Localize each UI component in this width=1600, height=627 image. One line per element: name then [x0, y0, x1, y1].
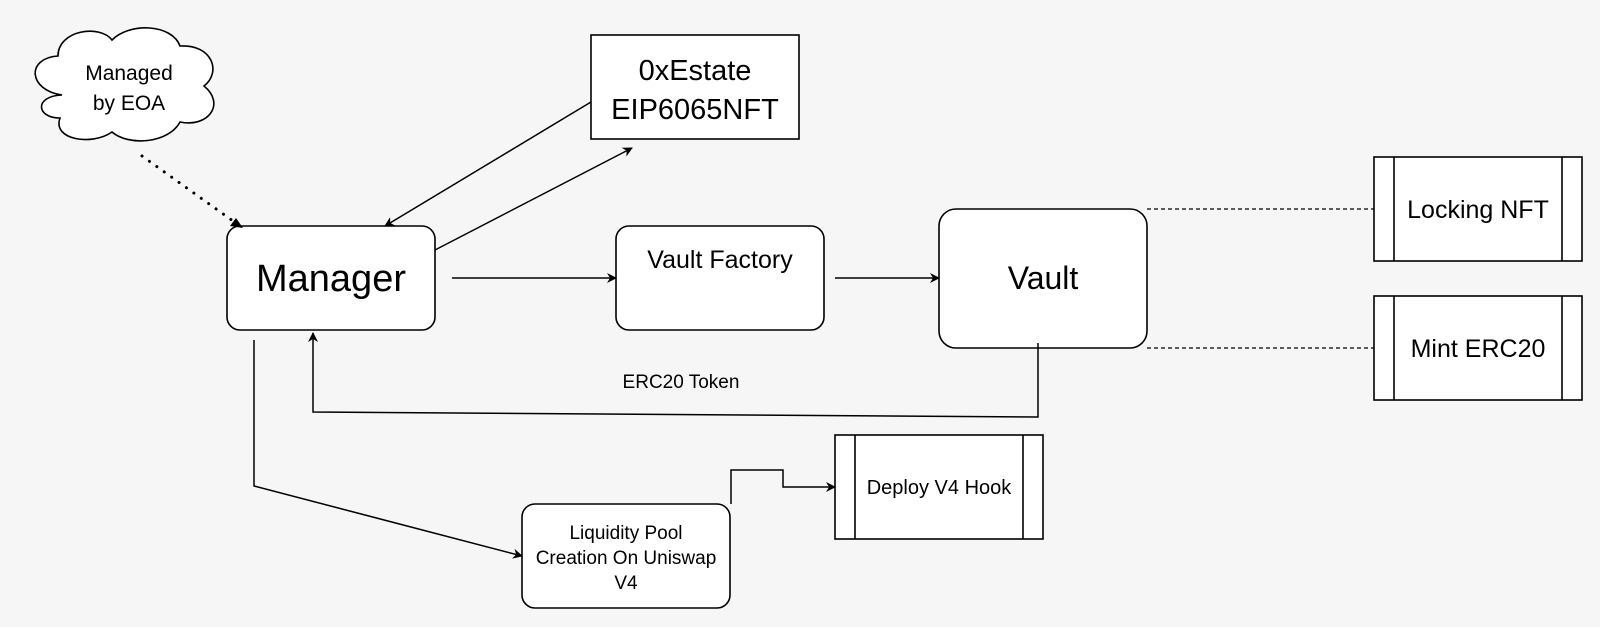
- estate-nft-node[interactable]: 0xEstate EIP6065NFT: [590, 34, 800, 140]
- vault-factory-node[interactable]: Vault Factory: [615, 225, 825, 331]
- liquidity-pool-label-line2: Creation On Uniswap: [536, 548, 717, 569]
- mint-erc20-node[interactable]: Mint ERC20: [1373, 295, 1583, 401]
- eoa-cloud-label-line2: by EOA: [93, 92, 165, 115]
- estate-nft-label-line1: 0xEstate: [639, 55, 752, 87]
- eoa-to-manager-arrowhead: [230, 218, 243, 228]
- mint-erc20-label: Mint ERC20: [1411, 335, 1546, 363]
- deploy-hook-label: Deploy V4 Hook: [867, 477, 1013, 499]
- liquidity-pool-label-line1: Liquidity Pool: [569, 523, 682, 544]
- locking-nft-node[interactable]: Locking NFT: [1373, 156, 1583, 262]
- estate-to-manager-edge: [384, 101, 592, 227]
- erc20-token-edge-label: ERC20 Token: [623, 372, 740, 393]
- vault-factory-label: Vault Factory: [647, 246, 793, 274]
- vault-to-manager-edge: [308, 332, 1039, 418]
- locking-nft-label: Locking NFT: [1407, 196, 1549, 224]
- manager-label: Manager: [256, 258, 406, 300]
- liquidity-pool-to-deploy-hook-edge: [730, 469, 836, 504]
- liquidity-pool-label-line3: V4: [614, 573, 638, 594]
- manager-node[interactable]: Manager: [226, 225, 436, 331]
- liquidity-pool-node[interactable]: Liquidity Pool Creation On Uniswap V4: [521, 503, 731, 609]
- manager-to-liquidity-pool-edge: [253, 340, 523, 559]
- eoa-to-manager-edge: [140, 154, 242, 228]
- estate-nft-label-line2: EIP6065NFT: [611, 94, 779, 126]
- eoa-cloud-label-line1: Managed: [85, 62, 173, 85]
- vault-label: Vault: [1008, 260, 1079, 296]
- vault-node[interactable]: Vault: [938, 208, 1148, 349]
- deploy-hook-node[interactable]: Deploy V4 Hook: [834, 434, 1044, 540]
- manager-to-estate-edge: [434, 147, 633, 251]
- eoa-cloud-node[interactable]: Managed by EOA: [34, 27, 215, 142]
